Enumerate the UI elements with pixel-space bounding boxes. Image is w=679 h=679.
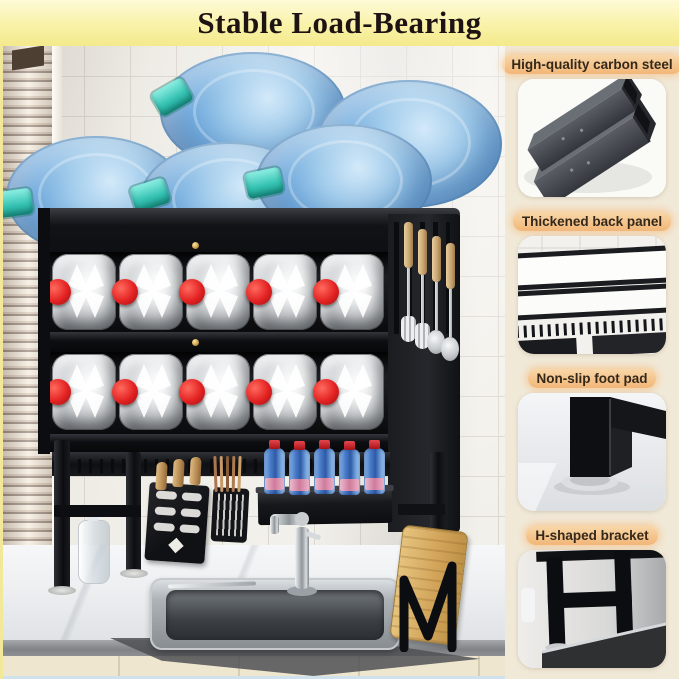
chopstick [226,456,229,492]
page-title: Stable Load-Bearing [197,5,482,40]
water-bottle [339,441,360,495]
h-bracket-crossbar-left [54,505,141,517]
left-accent-edge [0,46,3,679]
main-product-photo [0,46,505,679]
feature-h-bracket: H-shaped bracket [518,526,666,668]
h-bracket-crossbar-right [398,504,445,515]
feature-carbon-steel: High-quality carbon steel [502,55,679,197]
sink-basin [166,590,384,640]
foot-pad-photo [518,393,666,511]
faucet [250,501,340,597]
feature-callouts: High-quality carbon steel [502,46,679,679]
feature-label: Thickened back panel [512,212,672,231]
back-panel-photo [518,236,666,354]
steel-tubes-photo [518,79,666,197]
feature-label: High-quality carbon steel [502,55,679,74]
feature-label: Non-slip foot pad [527,369,657,388]
water-bottle [364,440,385,494]
water-bottle [264,440,285,494]
cutting-board-holder [390,552,470,652]
feature-foot-pad: Non-slip foot pad [518,369,666,511]
water-bottle [314,440,335,494]
feature-label: H-shaped bracket [526,526,658,545]
feature-back-panel: Thickened back panel [512,212,672,354]
title-banner: Stable Load-Bearing [0,0,679,46]
h-bracket-photo [518,550,666,668]
floor-strip [0,676,505,679]
water-bottle [289,441,310,495]
